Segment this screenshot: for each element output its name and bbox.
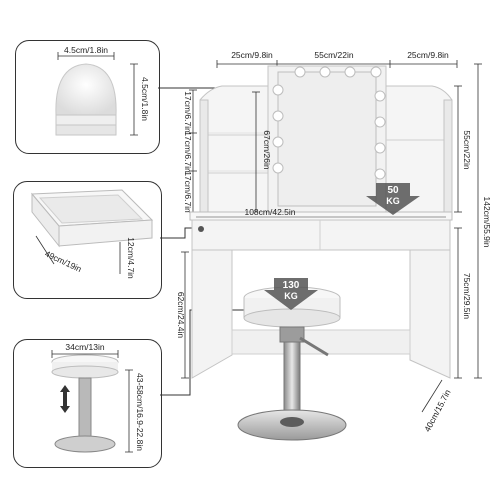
bulb-leader-line	[158, 87, 279, 105]
stool-small-illustration: 34cm/13in 43-58cm/16.9-22.8in	[51, 342, 145, 453]
bulb-width-label: 4.5cm/1.8in	[64, 45, 108, 55]
stool-load-number: 130	[283, 280, 300, 291]
left-leg-panel	[191, 249, 233, 379]
stool-small-column	[78, 377, 92, 441]
stool-lever	[299, 336, 329, 357]
top-section-height-label: 55cm/22in	[462, 130, 472, 169]
drawer-knob-icon	[198, 226, 204, 232]
bulb-height-label: 4.5cm/1.8in	[140, 77, 150, 121]
right-leg-panel	[409, 249, 451, 379]
stool-mechanism	[279, 326, 305, 343]
table-width-label: 108cm/42.5in	[244, 207, 295, 217]
bulb-callout: 4.5cm/1.8in 4.5cm/1.8in	[15, 40, 160, 154]
desk-load-number: 50	[387, 185, 399, 196]
stool-diameter-label: 34cm/13in	[65, 342, 104, 352]
shelf-1-height-label: 17cm/6.7in	[183, 91, 193, 133]
desk-load-arrow-icon	[366, 183, 420, 215]
drawer-height-label: 12cm/4.7in	[126, 237, 136, 279]
drawer-depth-label: 49cm/19in	[43, 248, 83, 274]
bulb-base-lower	[55, 124, 117, 136]
table-top	[189, 211, 453, 221]
stool-callout: 34cm/13in 43-58cm/16.9-22.8in	[13, 339, 162, 468]
bulb-base-upper	[55, 114, 117, 126]
shelf-3-height-label: 17cm/6.7in	[183, 171, 193, 213]
arrow-up-icon	[60, 385, 70, 392]
mirror-width-label: 55cm/22in	[314, 50, 353, 60]
bulb-illustration: 4.5cm/1.8in 4.5cm/1.8in	[55, 45, 150, 136]
drawer-illustration: 49cm/19in 12cm/4.7in	[30, 189, 154, 279]
stool-height-label: 43-58cm/16.9-22.8in	[135, 373, 145, 451]
mirror-height-label: 67cm/26in	[262, 130, 272, 169]
mirror-frame	[267, 65, 387, 213]
arrow-down-icon	[60, 406, 70, 413]
drawer-callout: 49cm/19in 12cm/4.7in	[13, 181, 162, 299]
total-height-label: 142cm/55.9in	[482, 196, 492, 247]
stool-small-base	[54, 435, 116, 453]
desk-height-label: 75cm/29.5in	[462, 273, 472, 320]
right-shelf-unit	[385, 85, 453, 213]
depth-label: 40cm/15.7in	[422, 388, 453, 434]
back-panel	[231, 329, 411, 355]
stool-load-arrow-icon	[264, 278, 318, 310]
stool-base-plate	[237, 409, 347, 441]
top-left-width-label: 25cm/9.8in	[231, 50, 273, 60]
stool-leader-line	[160, 309, 255, 396]
drawer-inner	[38, 194, 144, 224]
top-right-width-label: 25cm/9.8in	[407, 50, 449, 60]
shelf-2-height-label: 17cm/6.7in	[183, 131, 193, 173]
stool-load-unit: KG	[284, 291, 298, 301]
leg-height-label: 62cm/24.4in	[176, 292, 186, 339]
stool-seat-top	[243, 286, 341, 310]
drawer-leader-line	[160, 227, 200, 239]
desk-load-unit: KG	[386, 196, 400, 206]
drawer-front	[58, 219, 153, 247]
vanity-bulbs	[272, 66, 386, 180]
stool-gas-column	[283, 341, 301, 413]
mirror-glass	[277, 71, 377, 207]
left-shelf-unit	[199, 85, 269, 213]
bulb-globe	[55, 63, 117, 117]
stool-seat-side	[243, 308, 341, 328]
drawer-panel	[191, 219, 451, 251]
